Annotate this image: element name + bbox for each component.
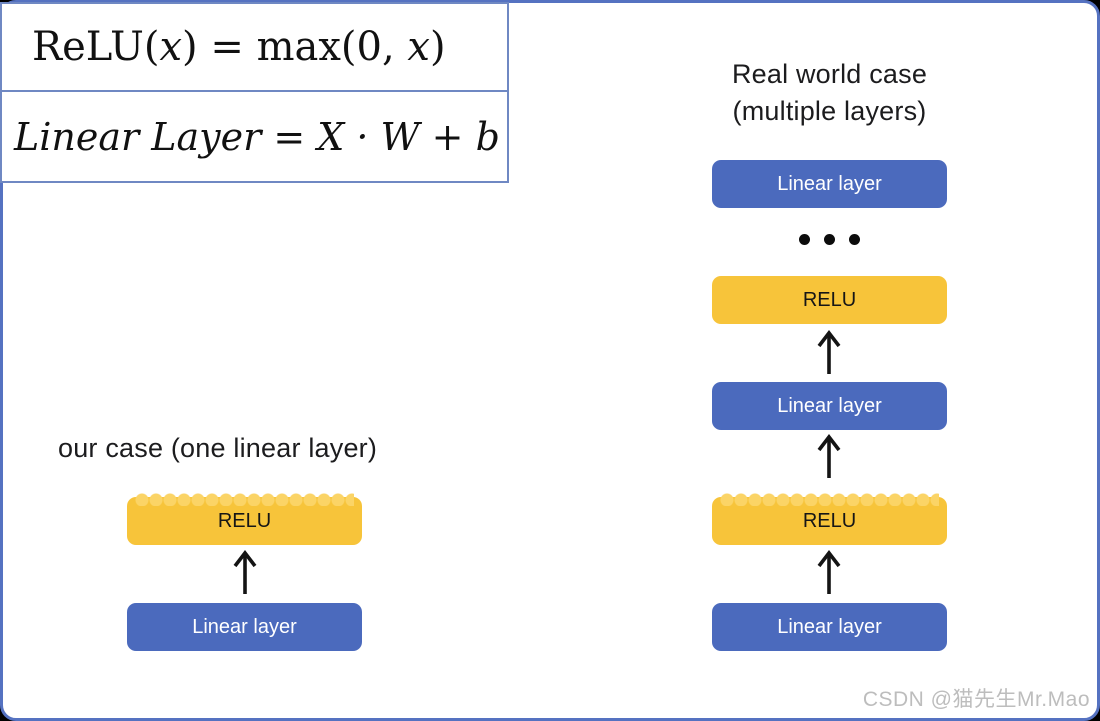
- linear-layer-label: Linear layer: [777, 394, 882, 417]
- right-linear-layer-box-middle: Linear layer: [712, 382, 947, 430]
- linear-layer-label: Linear layer: [192, 615, 297, 638]
- relu-label: RELU: [802, 509, 857, 532]
- relu-formula-part: ) = max(0,: [182, 24, 408, 70]
- right-linear-layer-box-bottom: Linear layer: [712, 603, 947, 651]
- relu-formula-var: x: [159, 24, 183, 70]
- up-arrow-icon: [817, 550, 841, 594]
- relu-formula-var: x: [407, 24, 430, 70]
- relu-formula-part: ): [429, 24, 446, 70]
- relu-label: RELU: [802, 288, 857, 311]
- relu-label: RELU: [217, 509, 272, 532]
- up-arrow-icon: [817, 434, 841, 478]
- linear-layer-label: Linear layer: [777, 615, 882, 638]
- up-arrow-icon: [233, 550, 257, 594]
- left-diagram-title: our case (one linear layer): [58, 433, 378, 463]
- ellipsis-dots-icon: [799, 234, 860, 245]
- relu-formula-part: ReLU(: [32, 24, 160, 70]
- dot-icon: [799, 234, 810, 245]
- left-linear-layer-box: Linear layer: [127, 603, 362, 651]
- linear-formula-box: Linear Layer = X · W + b: [0, 90, 509, 183]
- right-title-line1: Real world case: [731, 59, 928, 89]
- csdn-watermark: CSDN @猫先生Mr.Mao: [862, 688, 1090, 711]
- left-relu-box: RELU: [127, 492, 362, 545]
- right-linear-layer-box-top: Linear layer: [712, 160, 947, 208]
- linear-formula-text: Linear Layer = X · W + b: [14, 114, 500, 159]
- up-arrow-icon: [817, 330, 841, 374]
- relu-formula-box: ReLU(x) = max(0, x): [0, 2, 509, 92]
- right-relu-box-lower: RELU: [712, 492, 947, 545]
- dot-icon: [824, 234, 835, 245]
- right-relu-box-upper: RELU: [712, 276, 947, 324]
- right-title-line2: (multiple layers): [732, 96, 927, 126]
- right-diagram-title: Real world case (multiple layers): [637, 56, 1022, 130]
- dot-icon: [849, 234, 860, 245]
- linear-layer-label: Linear layer: [777, 172, 882, 195]
